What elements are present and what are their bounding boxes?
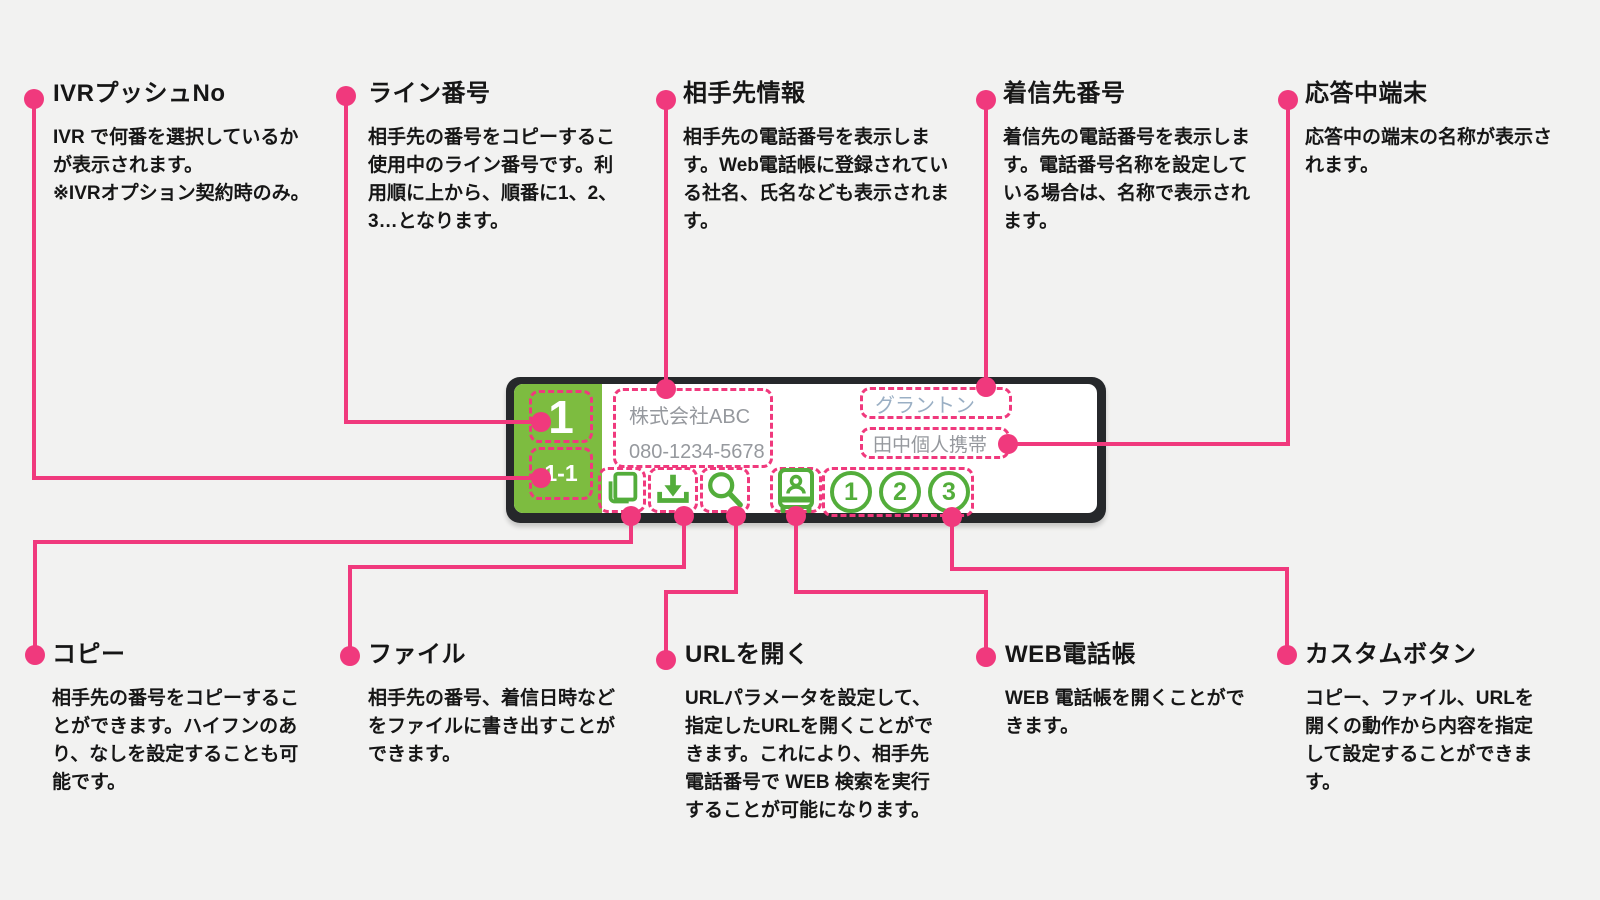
annotation-body: 相手先の番号をコピーするこ とができます。ハイフンのあ り、なしを設定することも… bbox=[52, 687, 300, 793]
connector-line bbox=[984, 100, 988, 387]
annotation-title: URLを開く bbox=[685, 641, 810, 668]
connector-line bbox=[664, 592, 668, 660]
connector-line bbox=[1008, 442, 1290, 446]
annotation-copy: コピー 相手先の番号をコピーするこ とができます。ハイフンのあ り、なしを設定す… bbox=[52, 641, 334, 797]
callee-number-highlight: グラントン bbox=[860, 387, 1012, 419]
connector-line bbox=[629, 516, 633, 544]
annotation-title: 着信先番号 bbox=[1003, 80, 1126, 107]
connector-dot bbox=[25, 645, 45, 665]
connector-dot bbox=[674, 506, 694, 526]
connector-line bbox=[984, 592, 988, 657]
annotation-title: IVRプッシュNo bbox=[53, 80, 226, 107]
annotation-title: 相手先情報 bbox=[683, 80, 806, 107]
connector-dot bbox=[336, 86, 356, 106]
search-icon bbox=[708, 472, 743, 508]
connector-line bbox=[32, 99, 36, 478]
caller-number: 080-1234-5678 bbox=[629, 441, 765, 463]
connector-line bbox=[664, 100, 668, 389]
connector-line bbox=[950, 567, 1289, 571]
connector-line bbox=[348, 567, 352, 656]
annotation-body: 相手先の電話番号を表示しま す。Web電話帳に登録されてい る社名、氏名なども表… bbox=[683, 126, 950, 232]
connector-line bbox=[32, 476, 543, 480]
connector-line bbox=[344, 96, 348, 422]
annotation-custom-button: カスタムボタン コピー、ファイル、URLを 開くの動作から内容を指定 して設定す… bbox=[1305, 641, 1587, 797]
connector-dot bbox=[24, 89, 44, 109]
annotation-title: カスタムボタン bbox=[1305, 641, 1477, 668]
annotation-callee-number: 着信先番号 着信先の電話番号を表示しま す。電話番号名称を設定して いる場合は、… bbox=[1003, 80, 1285, 236]
custom-button-2[interactable]: 2 bbox=[879, 471, 921, 513]
connector-line bbox=[33, 540, 633, 544]
caller-company: 株式会社ABC bbox=[629, 406, 751, 428]
connector-dot bbox=[656, 650, 676, 670]
connector-dot bbox=[621, 506, 641, 526]
annotation-file: ファイル 相手先の番号、着信日時など をファイルに書き出すことが できます。 bbox=[368, 641, 650, 769]
line-number-highlight: 1 bbox=[529, 390, 593, 443]
line-number-value: 1 bbox=[548, 390, 574, 443]
annotation-ivr-push-no: IVRプッシュNo IVR で何番を選択しているか が表示されます。 ※IVRオ… bbox=[53, 80, 335, 208]
connector-dot bbox=[656, 90, 676, 110]
file-button[interactable] bbox=[648, 467, 698, 513]
annotation-body: コピー、ファイル、URLを 開くの動作から内容を指定 して設定することができま … bbox=[1305, 687, 1534, 793]
connector-dot bbox=[531, 412, 551, 432]
connector-dot bbox=[656, 379, 676, 399]
annotation-title: 応答中端末 bbox=[1305, 80, 1428, 107]
connector-line bbox=[664, 590, 738, 594]
connector-dot bbox=[726, 506, 746, 526]
connector-dot bbox=[340, 646, 360, 666]
connector-dot bbox=[942, 507, 962, 527]
annotation-body: 相手先の番号、着信日時など をファイルに書き出すことが できます。 bbox=[368, 687, 616, 765]
connector-dot bbox=[531, 468, 551, 488]
annotation-title: ライン番号 bbox=[368, 80, 491, 107]
callee-name: グラントン bbox=[875, 394, 975, 417]
copy-button[interactable] bbox=[598, 467, 646, 513]
annotation-body: IVR で何番を選択しているか が表示されます。 ※IVRオプション契約時のみ。 bbox=[53, 126, 310, 204]
answering-device-highlight: 田中個人携帯 bbox=[860, 427, 1010, 459]
connector-line bbox=[344, 420, 543, 424]
connector-dot bbox=[998, 434, 1018, 454]
annotation-web-phonebook: WEB電話帳 WEB 電話帳を開くことがで きます。 bbox=[1005, 641, 1287, 741]
annotation-caller-info: 相手先情報 相手先の電話番号を表示しま す。Web電話帳に登録されてい る社名、… bbox=[683, 80, 965, 236]
connector-line bbox=[348, 565, 686, 569]
annotation-body: 着信先の電話番号を表示しま す。電話番号名称を設定して いる場合は、名称で表示さ… bbox=[1003, 126, 1251, 232]
annotation-open-url: URLを開く URLパラメータを設定して、 指定したURLを開くことがで きます… bbox=[685, 641, 967, 825]
connector-line bbox=[950, 517, 954, 571]
annotation-body: 応答中の端末の名称が表示さ れます。 bbox=[1305, 126, 1553, 176]
annotation-title: ファイル bbox=[368, 641, 466, 668]
copy-icon bbox=[608, 471, 638, 504]
custom-buttons-group: 1 2 3 bbox=[822, 467, 974, 517]
connector-dot bbox=[1278, 90, 1298, 110]
connector-line bbox=[33, 542, 37, 655]
file-download-icon bbox=[657, 474, 689, 503]
connector-dot bbox=[786, 506, 806, 526]
connector-line bbox=[682, 516, 686, 569]
annotation-title: コピー bbox=[52, 641, 126, 668]
annotation-body: URLパラメータを設定して、 指定したURLを開くことがで きます。これにより、… bbox=[685, 687, 934, 821]
annotation-line-number: ライン番号 相手先の番号をコピーするこ 使用中のライン番号です。利 用順に上から… bbox=[368, 80, 650, 236]
connector-line bbox=[1286, 100, 1290, 444]
connector-line bbox=[794, 516, 798, 594]
open-url-button[interactable] bbox=[700, 467, 750, 513]
connector-dot bbox=[976, 647, 996, 667]
device-name: 田中個人携帯 bbox=[873, 434, 988, 456]
connector-dot bbox=[1277, 645, 1297, 665]
annotation-body: WEB 電話帳を開くことがで きます。 bbox=[1005, 687, 1245, 737]
connector-line bbox=[734, 516, 738, 594]
annotation-answering-device: 応答中端末 応答中の端末の名称が表示さ れます。 bbox=[1305, 80, 1587, 180]
annotation-title: WEB電話帳 bbox=[1005, 641, 1136, 668]
connector-line bbox=[794, 590, 988, 594]
caller-info-highlight: 株式会社ABC 080-1234-5678 bbox=[613, 388, 773, 468]
custom-button-1[interactable]: 1 bbox=[830, 471, 872, 513]
connector-dot bbox=[976, 90, 996, 110]
web-phonebook-icon bbox=[778, 468, 814, 513]
annotation-body: 相手先の番号をコピーするこ 使用中のライン番号です。利 用順に上から、順番に1、… bbox=[368, 126, 618, 232]
connector-line bbox=[1285, 569, 1289, 655]
connector-dot bbox=[976, 377, 996, 397]
